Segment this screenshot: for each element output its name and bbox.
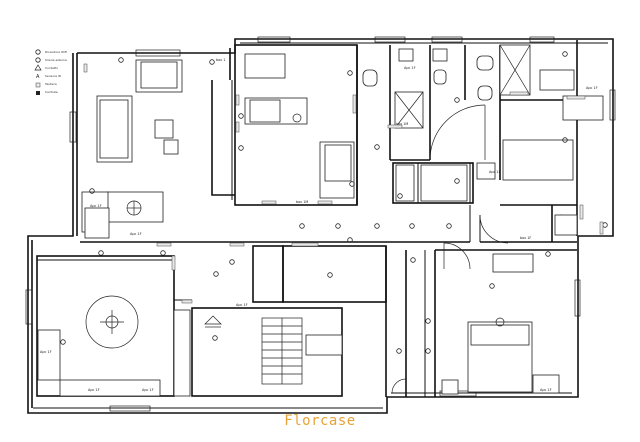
device-label: Apc 1F <box>404 66 416 70</box>
device-label: Apc 1F <box>40 350 52 354</box>
device-label: Apc 1F <box>90 204 102 208</box>
legend-item: Centrale <box>45 90 58 94</box>
furniture <box>37 44 604 397</box>
device-label: Apc 1F <box>142 388 154 392</box>
wall-switches <box>83 63 604 304</box>
device-label: box 1M <box>296 200 309 204</box>
brand-logo-text: Florcase <box>284 413 356 429</box>
device-label: box 1 <box>216 58 226 62</box>
legend-item: Sensore IR <box>45 74 61 78</box>
legend-item: Sirena esterna <box>45 58 67 62</box>
device-label: Apc 1F <box>586 86 598 90</box>
legend-item: Contatto <box>45 66 59 70</box>
sensor-points <box>60 51 608 354</box>
device-label: Apc 1F <box>540 388 552 392</box>
device-label: Apc 1F <box>236 303 248 307</box>
keypad-marker <box>204 315 222 328</box>
device-label: box 1F <box>520 236 532 240</box>
svg-text:A: A <box>36 74 40 80</box>
device-label: Apc 1F <box>130 232 142 236</box>
legend-symbols: A <box>34 49 42 95</box>
legend-item: Tastiera <box>45 82 57 86</box>
device-label: box 1M <box>396 122 409 126</box>
legend-item: Ricevitore WiFi <box>45 50 68 54</box>
device-label: Apc 1F <box>88 388 100 392</box>
outer-walls <box>25 36 616 414</box>
device-label: Apc 1F <box>489 170 501 174</box>
interior-walls <box>36 44 577 397</box>
